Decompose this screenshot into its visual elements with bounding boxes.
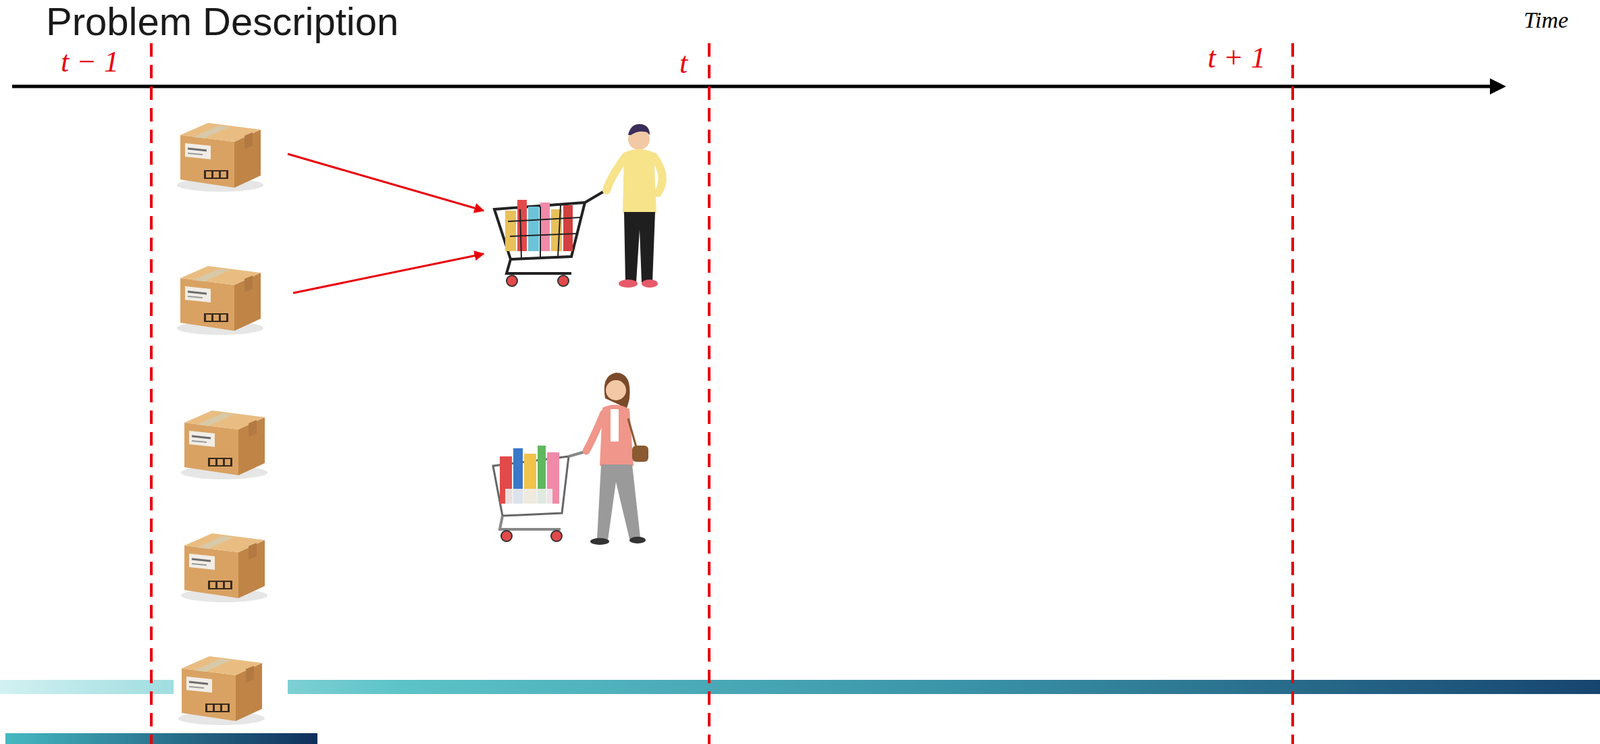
period-boundary — [1291, 43, 1295, 744]
axis-arrowhead — [1489, 78, 1507, 95]
package-icon — [176, 266, 264, 335]
footer-bar — [5, 733, 318, 744]
time-axis — [12, 85, 1493, 89]
package-icon — [181, 410, 268, 480]
period-boundaries — [151, 43, 1293, 744]
package-icon — [176, 122, 264, 192]
slide-title: Problem Description — [45, 0, 399, 44]
footer-bar — [0, 680, 174, 695]
assignment-arrow — [287, 153, 484, 211]
time-step-label: t — [679, 47, 688, 80]
period-boundary — [149, 43, 153, 744]
footer-bar — [287, 680, 1600, 695]
axis-label: Time — [1523, 7, 1569, 33]
package-icon — [178, 656, 265, 726]
package-icon — [181, 533, 268, 603]
period-boundary — [707, 43, 711, 744]
time-step-label: t − 1 — [60, 45, 119, 79]
customer-with-cart — [493, 372, 649, 546]
assignment-arrow — [293, 253, 484, 294]
time-step-label: t + 1 — [1207, 41, 1266, 75]
customer-with-cart — [494, 124, 663, 288]
